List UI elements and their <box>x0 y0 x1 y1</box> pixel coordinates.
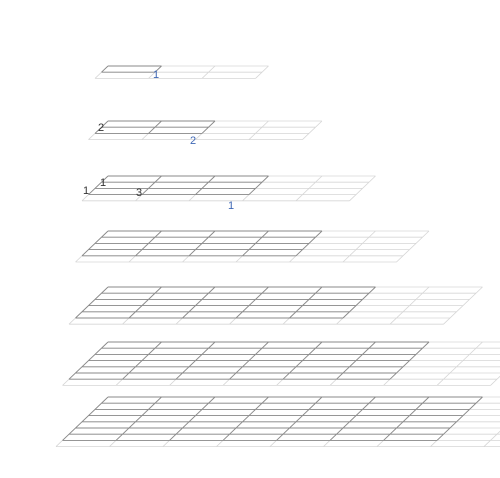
layer2-blue-label: 2 <box>190 135 196 147</box>
layer3-blue-label: 1 <box>228 200 234 212</box>
layer1-blue-label: 1 <box>153 69 159 81</box>
label-layer: 1 2 2 1 1 3 1 <box>83 69 234 212</box>
grid-layer-5 <box>68 286 483 325</box>
grid-layer-4 <box>75 230 430 263</box>
layer3-dark-label-c: 3 <box>136 187 142 199</box>
main-grid <box>88 175 269 196</box>
grid-layer-3 <box>81 175 376 202</box>
main-grid <box>75 286 376 319</box>
grid-layers <box>55 65 500 447</box>
grid-layer-1 <box>94 65 269 79</box>
main-grid <box>81 230 323 257</box>
main-grid <box>101 65 162 73</box>
grid-layer-6 <box>62 341 500 386</box>
layer3-dark-label-b: 1 <box>83 185 89 197</box>
main-grid <box>94 120 216 134</box>
layer2-dark-label: 2 <box>98 122 104 134</box>
grid-layer-2 <box>88 120 323 140</box>
layer3-dark-label-a: 1 <box>100 177 106 189</box>
main-grid <box>62 396 483 441</box>
main-grid <box>68 341 430 380</box>
grid-layer-7 <box>55 396 500 447</box>
